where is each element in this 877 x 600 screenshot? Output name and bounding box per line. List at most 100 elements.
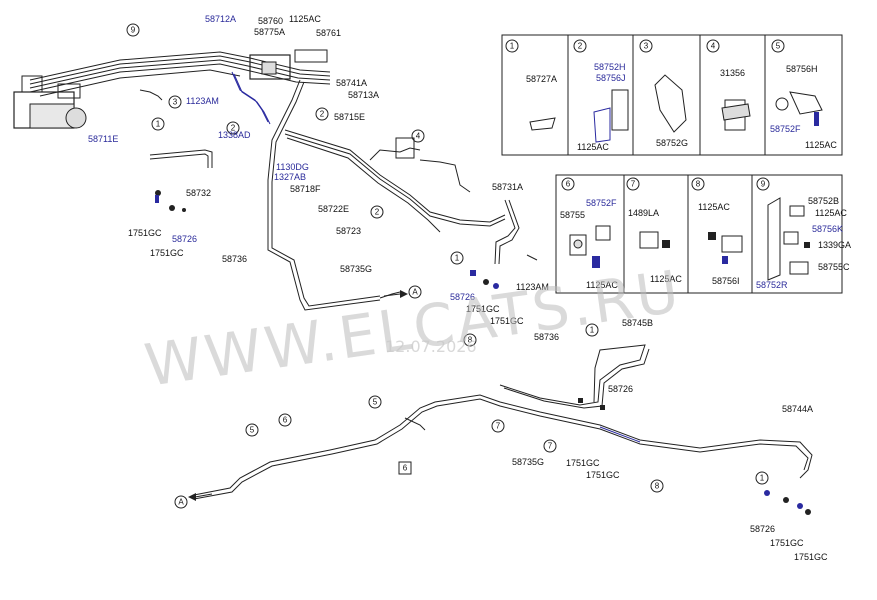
box6-part-2: 1125AC [586, 280, 618, 290]
box-num-8: 8 [691, 177, 705, 191]
callout-2b: 2 [315, 107, 329, 121]
svg-text:A: A [178, 498, 184, 507]
svg-text:6: 6 [403, 464, 408, 473]
label-58715E: 58715E [334, 112, 365, 122]
label-1751GC-b: 1751GC [150, 248, 184, 258]
label-58744A: 58744A [782, 404, 813, 414]
label-58718F: 58718F [290, 184, 321, 194]
label-58745B: 58745B [622, 318, 653, 328]
label-1130DG: 1130DG [276, 162, 309, 172]
label-58775A: 58775A [254, 27, 285, 37]
svg-text:9: 9 [131, 26, 136, 35]
box-num-7: 7 [626, 177, 640, 191]
label-1123AM-b: 1123AM [516, 282, 549, 292]
label-58726-b: 58726 [450, 292, 475, 302]
label-1338AD: 1338AD [218, 130, 251, 140]
label-58735G-b: 58735G [512, 457, 544, 467]
callout-1: 1 [151, 117, 165, 131]
box8-part-0: 1125AC [698, 202, 730, 212]
svg-text:5: 5 [776, 42, 781, 51]
label-1751GC-g: 1751GC [770, 538, 804, 548]
callout-1d: 1 [755, 471, 769, 485]
box-num-3: 3 [639, 39, 653, 53]
label-1751GC-e: 1751GC [566, 458, 600, 468]
callout-4: 4 [411, 129, 425, 143]
label-58736-a: 58736 [222, 254, 247, 264]
callout-1c: 1 [585, 323, 599, 337]
svg-text:2: 2 [578, 42, 583, 51]
box6-part-1: 58755 [560, 210, 585, 220]
callout-2: 2 [226, 121, 240, 135]
part-labels: 58712A 58760 1125AC 58775A 58761 58741A … [88, 14, 828, 562]
svg-text:9: 9 [761, 180, 766, 189]
callout-5b: 5 [368, 395, 382, 409]
callout-1b: 1 [450, 251, 464, 265]
svg-text:8: 8 [696, 180, 701, 189]
box5-part-1: 58752F [770, 124, 801, 134]
abs-unit [13, 75, 87, 129]
svg-text:3: 3 [173, 98, 178, 107]
svg-text:5: 5 [250, 426, 255, 435]
label-1123AM: 1123AM [186, 96, 219, 106]
box2-part-0: 58752H [594, 62, 626, 72]
svg-text:7: 7 [496, 422, 501, 431]
detail-box-row-bottom [555, 174, 843, 294]
box7-part-1: 1125AC [650, 274, 682, 284]
box2-part-1: 58756J [596, 73, 626, 83]
svg-text:1: 1 [510, 42, 515, 51]
callout-9: 9 [126, 23, 140, 37]
label-58726-c: 58726 [608, 384, 633, 394]
callout-5: 5 [245, 423, 259, 437]
watermark-text: WWW.ELCATS.RU [141, 257, 686, 400]
callout-7b: 7 [543, 439, 557, 453]
label-58731A: 58731A [492, 182, 523, 192]
svg-text:3: 3 [644, 42, 649, 51]
box-num-9: 9 [756, 177, 770, 191]
svg-text:6: 6 [283, 416, 288, 425]
label-1751GC-h: 1751GC [794, 552, 828, 562]
label-58760: 58760 [258, 16, 283, 26]
svg-text:1: 1 [156, 120, 161, 129]
svg-text:6: 6 [566, 180, 571, 189]
box9-part-1: 1125AC [815, 208, 847, 218]
box9-part-0: 58752B [808, 196, 839, 206]
label-58726-a: 58726 [172, 234, 197, 244]
box6-part-0: 58752F [586, 198, 617, 208]
label-58713A: 58713A [348, 90, 379, 100]
box1-part: 58727A [526, 74, 557, 84]
svg-text:7: 7 [548, 442, 553, 451]
box-num-1: 1 [505, 39, 519, 53]
callouts: 9 3 1 2 2 4 2 1 A 8 1 5 6 5 6 7 7 8 1 A … [126, 23, 785, 509]
box-num-6: 6 [561, 177, 575, 191]
label-58712A: 58712A [205, 14, 236, 24]
box5-part-2: 1125AC [805, 140, 837, 150]
label-58732: 58732 [186, 188, 211, 198]
label-1751GC-d: 1751GC [490, 316, 524, 326]
detail-box-labels: 58727A 58752H 58756J 1125AC 58752G 31356… [526, 62, 851, 290]
watermark: WWW.ELCATS.RU 12.07.2026 [141, 257, 686, 400]
svg-text:7: 7 [631, 180, 636, 189]
svg-text:A: A [412, 288, 418, 297]
svg-text:4: 4 [416, 132, 421, 141]
callout-8: 8 [463, 333, 477, 347]
label-58723: 58723 [336, 226, 361, 236]
svg-text:8: 8 [468, 336, 473, 345]
label-1751GC-c: 1751GC [466, 304, 500, 314]
detail-box-row-top [501, 34, 843, 156]
svg-text:4: 4 [711, 42, 716, 51]
box9-part-4: 58755C [818, 262, 850, 272]
svg-text:2: 2 [320, 110, 325, 119]
box5-part-0: 58756H [786, 64, 818, 74]
box-num-5: 5 [771, 39, 785, 53]
callout-A2: A [174, 495, 188, 509]
svg-text:1: 1 [760, 474, 765, 483]
callout-6b: 6 [398, 461, 412, 475]
box4-part: 31356 [720, 68, 745, 78]
callout-8b: 8 [650, 479, 664, 493]
callout-A1: A [408, 285, 422, 299]
label-58741A: 58741A [336, 78, 367, 88]
label-58711E: 58711E [88, 134, 118, 144]
label-58722E: 58722E [318, 204, 349, 214]
master-cylinder [249, 49, 328, 80]
